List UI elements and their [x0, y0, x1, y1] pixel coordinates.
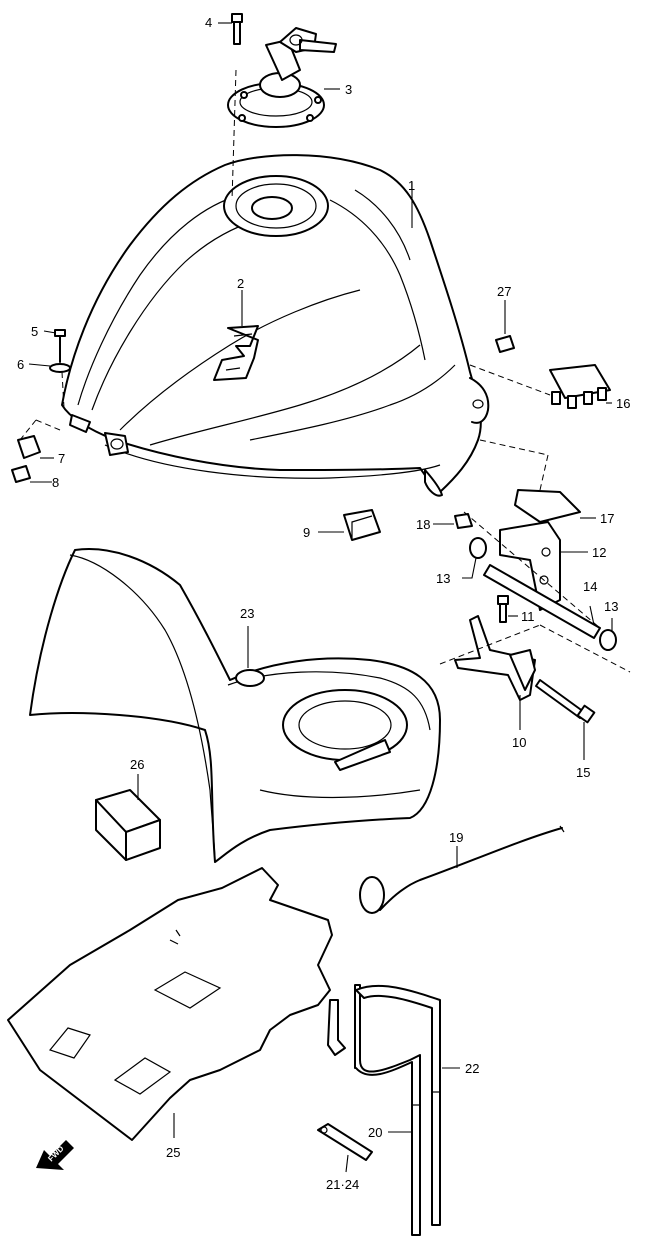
forward-direction-icon: FWD [36, 1140, 74, 1170]
callout-9: 9 [303, 525, 310, 540]
callout-6: 6 [17, 357, 24, 372]
cushion-rubber [343, 509, 381, 541]
callout-17: 17 [600, 511, 614, 526]
callout-labels: 1 2 3 4 5 6 7 8 9 10 11 12 13 13 14 15 1… [17, 15, 630, 1192]
callout-20: 20 [368, 1125, 382, 1140]
callout-1: 1 [408, 178, 415, 193]
callout-16: 16 [616, 396, 630, 411]
front-cushion [11, 419, 61, 483]
tank-inner-cover [29, 548, 441, 863]
callout-19: 19 [449, 830, 463, 845]
fuel-tank [61, 154, 490, 497]
heat-shield-plate [7, 867, 333, 1141]
callout-2: 2 [237, 276, 244, 291]
hose-clamp [317, 1123, 373, 1161]
rear-bracket-assembly [439, 364, 631, 724]
callout-26: 26 [130, 757, 144, 772]
callout-15: 15 [576, 765, 590, 780]
callout-5: 5 [31, 324, 38, 339]
cap-bolt [231, 13, 243, 45]
callout-14: 14 [583, 579, 597, 594]
callout-8: 8 [52, 475, 59, 490]
front-screw-and-washer [49, 329, 71, 409]
callout-3: 3 [345, 82, 352, 97]
callout-22: 22 [465, 1061, 479, 1076]
callout-13-left: 13 [436, 571, 450, 586]
callout-4: 4 [205, 15, 212, 30]
callout-7: 7 [58, 451, 65, 466]
callout-18: 18 [416, 517, 430, 532]
callout-23: 23 [240, 606, 254, 621]
callout-21-24: 21·24 [326, 1177, 359, 1192]
fuel-hoses [327, 984, 441, 1236]
fuel-cap-assembly [227, 27, 337, 201]
callout-27: 27 [497, 284, 511, 299]
callout-11: 11 [521, 609, 535, 624]
callout-13-right: 13 [604, 599, 618, 614]
leader-lines [28, 22, 613, 1173]
callout-25: 25 [166, 1145, 180, 1160]
prop-rod [359, 825, 565, 914]
tank-emblem [213, 325, 259, 381]
cover-block [95, 789, 161, 861]
callout-12: 12 [592, 545, 606, 560]
callout-10: 10 [512, 735, 526, 750]
small-clip [495, 335, 515, 353]
